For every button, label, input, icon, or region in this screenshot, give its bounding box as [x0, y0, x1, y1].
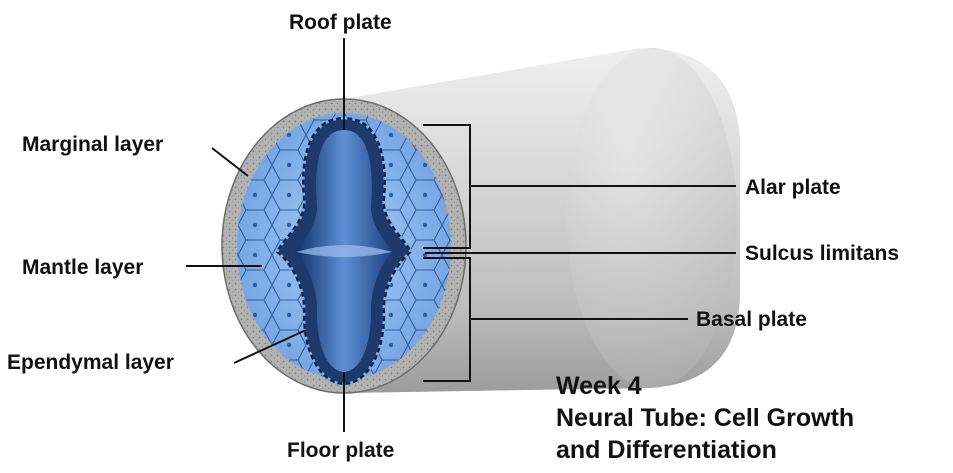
basal-plate-label: Basal plate — [696, 309, 807, 330]
alar-plate-label: Alar plate — [745, 177, 841, 198]
marginal-layer-leader — [212, 148, 248, 176]
sulcus-limitans-label: Sulcus limitans — [745, 243, 899, 264]
caption-line-2: Neural Tube: Cell Growth — [556, 402, 854, 434]
roof-plate-label: Roof plate — [289, 12, 392, 33]
marginal-layer-label: Marginal layer — [22, 134, 163, 155]
floor-plate-label: Floor plate — [287, 440, 394, 461]
mantle-layer-label: Mantle layer — [22, 257, 143, 278]
caption-line-3: and Differentiation — [556, 434, 854, 466]
caption-line-1: Week 4 — [556, 370, 854, 402]
figure-caption: Week 4 Neural Tube: Cell Growth and Diff… — [556, 370, 854, 466]
ependymal-layer-label: Ependymal layer — [7, 352, 174, 373]
